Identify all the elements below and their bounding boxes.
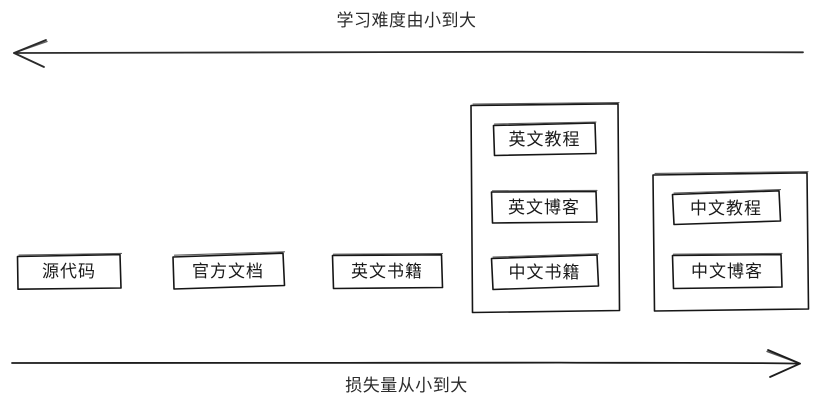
node-label: 源代码 [42,262,96,281]
node-official-docs[interactable]: 官方文档 [170,251,286,291]
node-chinese-books[interactable]: 中文书籍 [489,253,600,292]
node-english-blog[interactable]: 英文博客 [489,189,599,226]
node-label: 英文博客 [508,198,580,217]
node-label: 中文教程 [690,198,762,218]
bottom-axis [11,349,801,378]
node-label: 官方文档 [192,261,264,281]
top-axis-label: 学习难度由小到大 [336,11,477,30]
node-english-books[interactable]: 英文书籍 [330,252,444,291]
node-english-tutorial[interactable]: 英文教程 [491,121,598,158]
top-axis [13,39,804,68]
node-label: 英文书籍 [351,262,423,281]
node-source-code[interactable]: 源代码 [15,252,123,291]
node-label: 英文教程 [508,130,581,149]
bottom-axis-label: 损失量从小到大 [345,376,468,395]
node-chinese-tutorial[interactable]: 中文教程 [670,189,782,227]
node-label: 中文博客 [691,262,763,281]
node-chinese-blog[interactable]: 中文博客 [670,252,784,291]
node-label: 中文书籍 [508,263,581,282]
